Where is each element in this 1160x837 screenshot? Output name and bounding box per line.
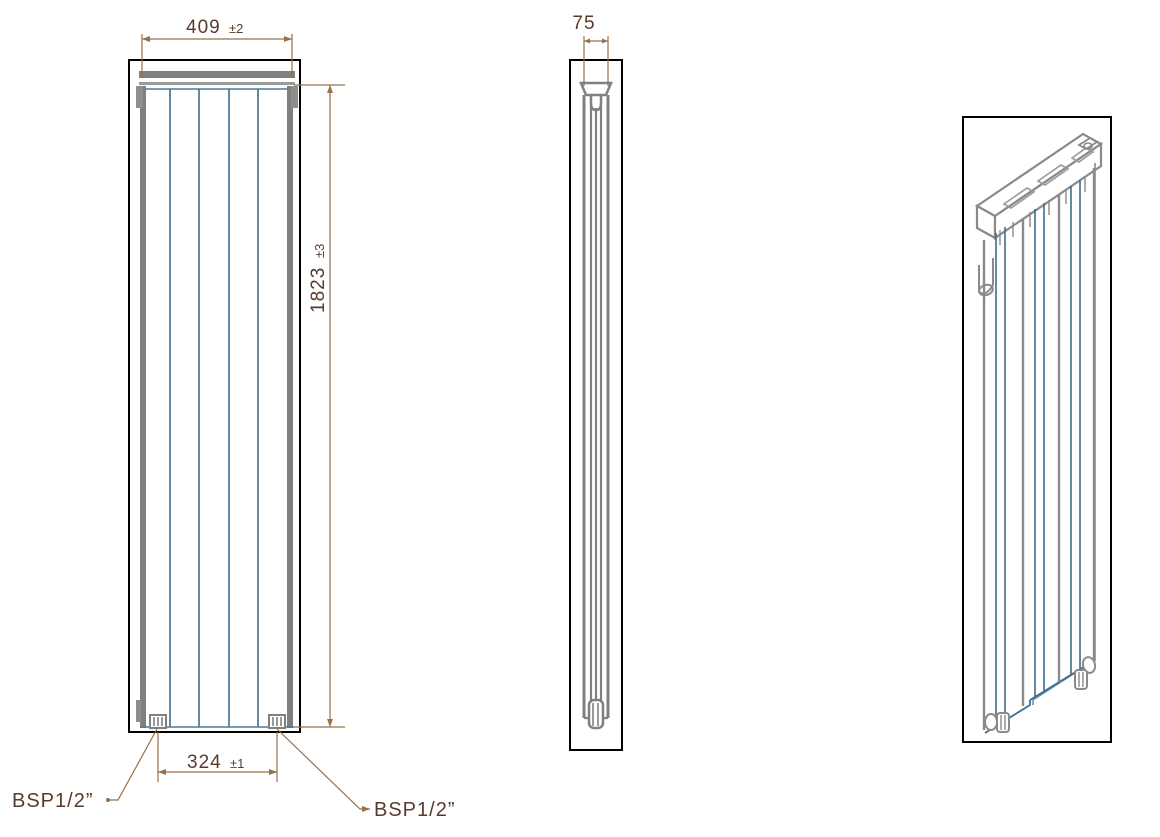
- right-top-tab: [291, 86, 298, 108]
- dimension-height-overall: 1823 ±3: [294, 84, 345, 728]
- leader-arrow: [362, 806, 370, 812]
- annotation-label-bsp-right: BSP1/2”: [374, 799, 455, 821]
- side-top-cap: [579, 81, 613, 97]
- dimension-value-324: 324: [187, 752, 222, 773]
- iso-top-manifold: [974, 132, 1104, 297]
- arrow-right: [269, 769, 277, 775]
- arrow-left: [158, 769, 166, 775]
- dimension-tolerance-1823: ±3: [312, 244, 327, 258]
- arrow-right: [284, 36, 292, 42]
- iso-left-end-port: [978, 283, 994, 297]
- dimension-value-409: 409: [186, 17, 221, 38]
- dimension-depth-overall: 75: [572, 13, 609, 86]
- side-valve-fitting: [587, 698, 605, 730]
- iso-panel-right-edge: [1032, 163, 1096, 705]
- arrow-left: [142, 36, 150, 42]
- side-top-bracket: [589, 95, 603, 112]
- iso-valve-right: [1074, 656, 1097, 690]
- iso-fin-panel: [982, 163, 1096, 734]
- iso-manifold-slots: [1002, 147, 1095, 209]
- leader-dot: [106, 798, 110, 802]
- iso-hanger-bracket: [1077, 136, 1099, 151]
- dimension-value-75: 75: [572, 13, 595, 34]
- top-cap-trim: [139, 82, 295, 85]
- arrow-left: [584, 38, 590, 44]
- iso-left-end-bracket: [978, 258, 994, 292]
- leader-line: [276, 728, 370, 810]
- valve-fitting-left: [149, 714, 167, 729]
- right-edge-bar: [287, 86, 293, 728]
- side-view-frame: [569, 59, 623, 751]
- left-edge-bar: [140, 86, 146, 728]
- isometric-view-frame: [962, 116, 1112, 743]
- annotation-bsp-right: BSP1/2”: [276, 728, 455, 821]
- left-top-tab: [136, 86, 143, 108]
- annotation-label-bsp-left: BSP1/2”: [12, 790, 93, 812]
- side-view: [569, 59, 623, 751]
- iso-fin-tick-marks: [999, 177, 1086, 245]
- top-cap-bar: [139, 71, 295, 78]
- left-bracket-tab: [136, 700, 141, 722]
- valve-fitting-right: [268, 714, 286, 729]
- annotation-bsp-left: BSP1/2”: [12, 728, 158, 812]
- isometric-view: [962, 116, 1112, 743]
- dimension-value-1823: 1823: [308, 267, 329, 313]
- dimension-tolerance-324: ±1: [230, 756, 244, 771]
- iso-left-end-curve: [978, 284, 994, 295]
- arrow-bottom: [327, 719, 333, 727]
- dimension-tolerance-409: ±2: [229, 21, 243, 36]
- arrow-right: [602, 38, 608, 44]
- dimension-connection-centres: 324 ±1: [157, 732, 278, 782]
- leader-line: [108, 728, 158, 801]
- dimension-width-overall: 409 ±2: [141, 17, 293, 78]
- iso-valve-left: [984, 712, 1010, 733]
- front-view-frame: [128, 59, 301, 733]
- iso-manifold-edge: [976, 227, 996, 239]
- front-view: [128, 59, 301, 733]
- arrow-top: [327, 85, 333, 93]
